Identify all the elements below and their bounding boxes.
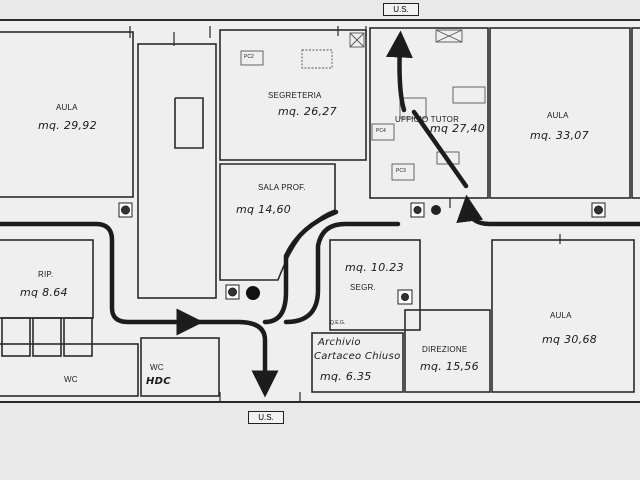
room-area-aula-bottom: mq 30,68 xyxy=(542,333,598,346)
room-segr xyxy=(329,239,421,331)
room-segreteria xyxy=(219,29,367,161)
route-ufficio-diag xyxy=(411,109,469,189)
room-aula-right xyxy=(489,27,631,199)
room-area-direzione: mq. 15,56 xyxy=(420,360,479,373)
tag-pc3: PC3 xyxy=(396,168,406,174)
pc4-box xyxy=(371,123,395,141)
room-area-ufficio: mq 27,40 xyxy=(430,122,486,135)
room-name-rip: RIP. xyxy=(38,270,54,279)
room-name-ufficio: UFFICIO TUTOR xyxy=(395,115,460,124)
room-name-wc-hdc-2: HDC xyxy=(146,376,171,387)
route-east-corridor xyxy=(283,221,401,325)
room-name-segreteria: SEGRETERIA xyxy=(268,91,322,100)
room-name-archivio-2: Cartaceo Chiuso xyxy=(314,351,401,362)
desk-box xyxy=(452,86,486,104)
pc3-box xyxy=(391,163,415,181)
room-wc xyxy=(0,343,139,397)
route-center xyxy=(187,319,279,398)
room-name-wc: WC xyxy=(64,375,78,384)
room-name-sala-prof: SALA PROF. xyxy=(258,183,306,192)
extinguisher-icon xyxy=(118,202,606,305)
route-west xyxy=(0,221,204,336)
room-ufficio-tutor xyxy=(369,27,489,199)
room-stair-block xyxy=(137,43,217,299)
room-name-archivio-1: Archivio xyxy=(318,337,361,348)
room-area-aula-right: mq. 33,07 xyxy=(530,129,589,142)
room-area-segreteria: mq. 26,27 xyxy=(278,105,337,118)
cubicle-1 xyxy=(1,317,31,357)
room-name-direzione: DIREZIONE xyxy=(422,345,468,354)
room-area-sala-prof: mq 14,60 xyxy=(236,203,292,216)
room-area-segr: mq. 10.23 xyxy=(345,261,404,274)
route-sala xyxy=(262,209,339,325)
room-name-segr: SEGR. xyxy=(350,283,376,292)
room-aula-bottom xyxy=(491,239,635,393)
tag-qeg: Q.E.G. xyxy=(330,320,346,326)
room-direzione xyxy=(404,309,491,393)
room-area-archivio: mq. 6.35 xyxy=(320,370,372,383)
cubicle-3 xyxy=(63,317,93,357)
room-area-rip: mq 8.64 xyxy=(20,286,68,299)
room-edge-right xyxy=(631,27,640,199)
window-mark-2 xyxy=(435,29,463,43)
route-right xyxy=(456,194,640,227)
fire-alarm-icon xyxy=(246,286,260,300)
room-name-aula-bottom: AULA xyxy=(550,311,572,320)
tag-pc2: PC2 xyxy=(244,54,254,60)
room-name-aula-right: AULA xyxy=(547,111,569,120)
window-mark-1 xyxy=(349,32,365,48)
cubicle-2 xyxy=(32,317,62,357)
route-ufficio-up xyxy=(385,30,413,113)
furniture-box xyxy=(301,49,333,69)
fire-hydrant-icon xyxy=(431,205,441,215)
pc2-box xyxy=(240,50,264,66)
stair-notch xyxy=(174,97,204,149)
room-archivio xyxy=(311,332,404,393)
exit-bottom: U.S. xyxy=(248,411,284,424)
room-wc-hdc xyxy=(140,337,220,397)
room-area-aula-left: mq. 29,92 xyxy=(38,119,97,132)
tag-pc4: PC4 xyxy=(376,128,386,134)
exit-top: U.S. xyxy=(383,3,419,16)
room-name-wc-hdc-1: WC xyxy=(150,363,164,372)
building-outline xyxy=(0,19,640,403)
room-name-aula-left: AULA xyxy=(56,103,78,112)
desk-box-3 xyxy=(399,97,427,119)
room-aula-left xyxy=(0,31,134,198)
